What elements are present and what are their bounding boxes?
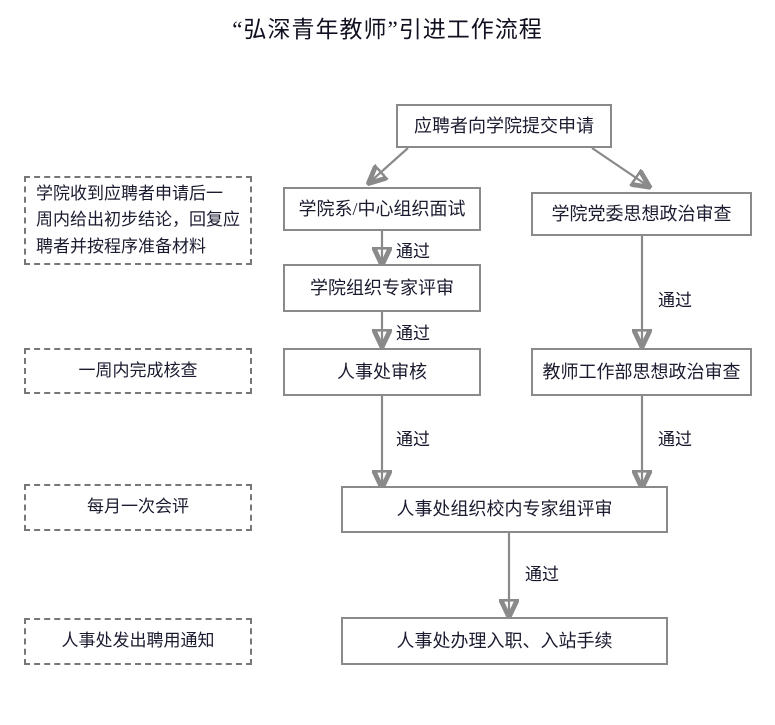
node-panel-review[interactable]: 人事处组织校内专家组评审 (341, 486, 668, 533)
node-interview-label: 学院系/中心组织面试 (298, 198, 466, 219)
note-one-week-check: 一周内完成核查 (24, 348, 252, 394)
edge-label-text: 通过 (658, 430, 692, 449)
note-one-week-check-label: 一周内完成核查 (78, 360, 198, 380)
edge-label-expert-to-hr: 通过 (396, 319, 430, 344)
node-interview[interactable]: 学院系/中心组织面试 (283, 187, 481, 231)
edge-label-hr-to-panel: 通过 (396, 425, 430, 450)
node-teacher-dept-label: 教师工作部思想政治审查 (542, 361, 741, 382)
node-onboarding[interactable]: 人事处办理入职、入站手续 (341, 617, 668, 665)
edge-label-text: 通过 (525, 565, 559, 584)
node-apply-label: 应聘者向学院提交申请 (414, 115, 594, 136)
edge-apply-to-party-check (591, 147, 648, 186)
edge-label-text: 通过 (396, 242, 430, 261)
node-panel-review-label: 人事处组织校内专家组评审 (396, 499, 613, 520)
edge-label-party-to-teacher: 通过 (658, 286, 692, 311)
note-college-response: 学院收到应聘者申请后一 周内给出初步结论，回复应 聘者并按程序准备材料 (24, 176, 252, 265)
node-onboarding-label: 人事处办理入职、入站手续 (396, 630, 613, 651)
node-apply[interactable]: 应聘者向学院提交申请 (396, 104, 612, 148)
note-monthly-review-label: 每月一次会评 (87, 497, 189, 517)
edge-label-text: 通过 (658, 291, 692, 310)
node-college-expert-label: 学院组织专家评审 (310, 277, 454, 298)
note-college-response-line1: 学院收到应聘者申请后一 (36, 183, 223, 203)
node-teacher-dept[interactable]: 教师工作部思想政治审查 (531, 348, 752, 396)
note-monthly-review: 每月一次会评 (24, 484, 252, 531)
note-college-response-line2: 周内给出初步结论，回复应 (36, 210, 240, 230)
node-hr-review-label: 人事处审核 (337, 361, 427, 382)
edge-label-teacher-to-panel: 通过 (658, 425, 692, 450)
edge-label-text: 通过 (396, 430, 430, 449)
node-college-expert[interactable]: 学院组织专家评审 (283, 264, 481, 312)
page-title: “弘深青年教师”引进工作流程 (232, 17, 543, 42)
edge-label-panel-to-onboarding: 通过 (525, 560, 559, 585)
edge-label-text: 通过 (396, 324, 430, 343)
node-party-check[interactable]: 学院党委思想政治审查 (531, 192, 752, 236)
note-hr-offer-notice-label: 人事处发出聘用通知 (61, 631, 215, 651)
edge-apply-to-interview (370, 147, 409, 182)
note-college-response-line3: 聘者并按程序准备材料 (36, 236, 206, 256)
node-party-check-label: 学院党委思想政治审查 (551, 203, 732, 224)
edge-label-interview-to-expert: 通过 (396, 237, 430, 262)
note-hr-offer-notice: 人事处发出聘用通知 (24, 618, 252, 665)
node-hr-review[interactable]: 人事处审核 (283, 348, 481, 396)
